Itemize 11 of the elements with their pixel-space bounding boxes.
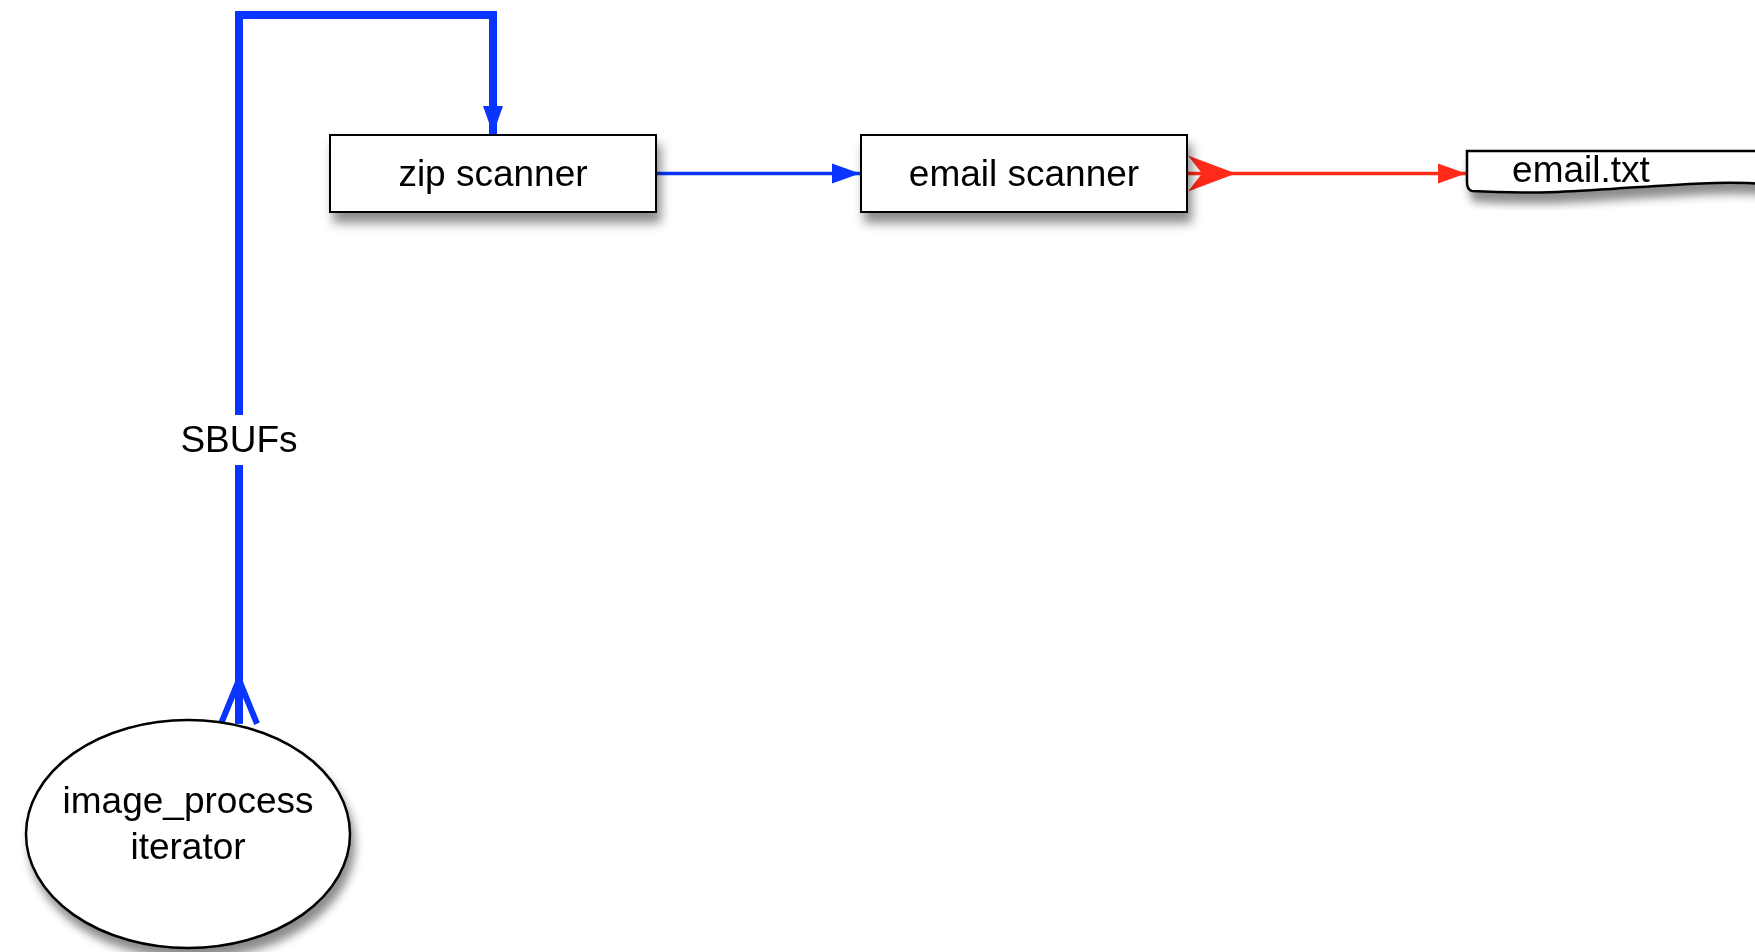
node-label: image_process iterator — [61, 779, 315, 869]
node-label: email scanner — [908, 152, 1140, 195]
process-box — [860, 134, 1188, 213]
node-label: zip scanner — [398, 152, 588, 195]
process-box — [329, 134, 657, 213]
arrow — [657, 163, 860, 184]
document-shape — [1466, 150, 1755, 196]
arrow — [218, 11, 503, 727]
arrow — [1188, 155, 1466, 192]
node-label: email.txt — [1512, 149, 1650, 191]
process-ellipse — [24, 718, 352, 950]
